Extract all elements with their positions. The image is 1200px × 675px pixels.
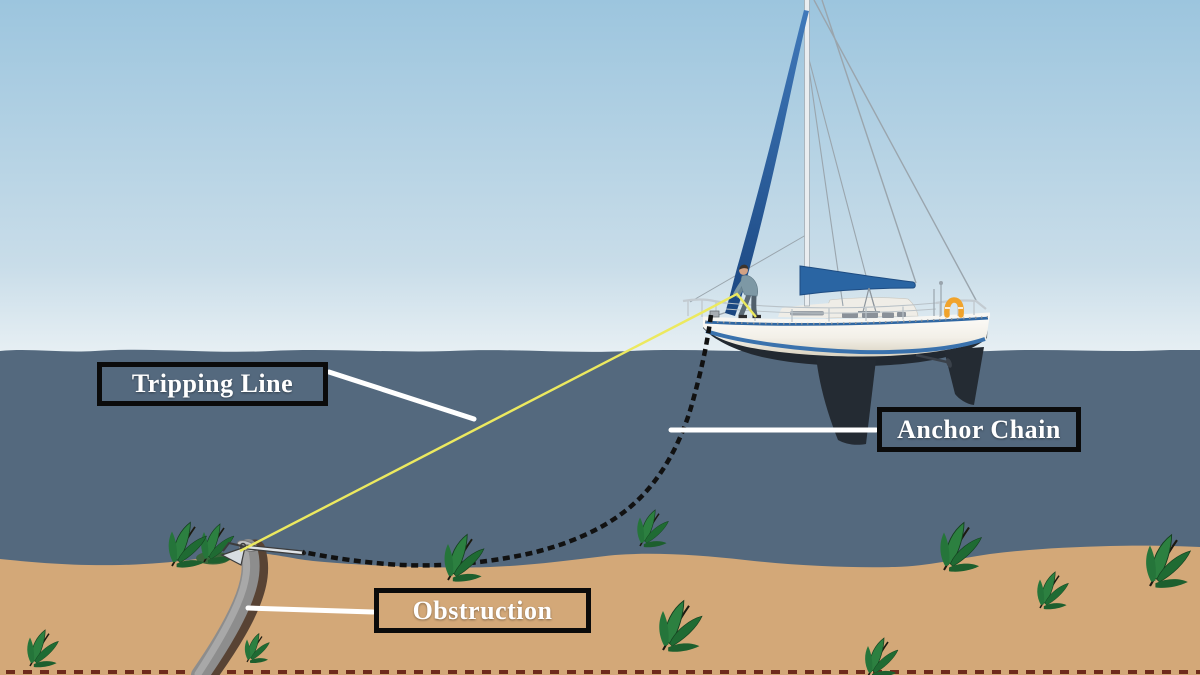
propeller bbox=[946, 358, 952, 368]
boom-furled-main bbox=[799, 265, 916, 296]
rigging bbox=[689, 0, 978, 318]
anchor-chain-line bbox=[302, 314, 714, 568]
prop-shaft bbox=[915, 353, 948, 364]
obstruction-label: Obstruction bbox=[374, 588, 591, 633]
keel bbox=[816, 356, 876, 445]
toe-rail bbox=[702, 312, 991, 324]
rudder bbox=[944, 347, 984, 405]
anchor bbox=[220, 541, 307, 566]
tripping-line-label: Tripping Line bbox=[97, 362, 328, 406]
obstruction-pointer bbox=[245, 605, 376, 615]
furled-jib bbox=[725, 10, 809, 316]
tripping-line-label-text: Tripping Line bbox=[131, 369, 294, 398]
tripping-line-rope bbox=[239, 292, 757, 553]
stern-antennas bbox=[933, 281, 943, 316]
sailboat bbox=[682, 0, 991, 445]
sky bbox=[0, 0, 1200, 356]
bow-windlass bbox=[709, 310, 720, 318]
bow-pulpit bbox=[682, 298, 727, 317]
tripping-line-pointer bbox=[326, 369, 477, 422]
seabed-sand bbox=[0, 545, 1200, 675]
obstruction-label-text: Obstruction bbox=[412, 595, 553, 625]
mast bbox=[804, 0, 810, 307]
anchor-chain-label: Anchor Chain bbox=[877, 407, 1081, 452]
boot-stripe bbox=[705, 329, 986, 355]
toe-rail-ticks bbox=[704, 316, 989, 325]
pointer-lines bbox=[245, 369, 879, 615]
anchor-chain-label-text: Anchor Chain bbox=[897, 414, 1061, 444]
